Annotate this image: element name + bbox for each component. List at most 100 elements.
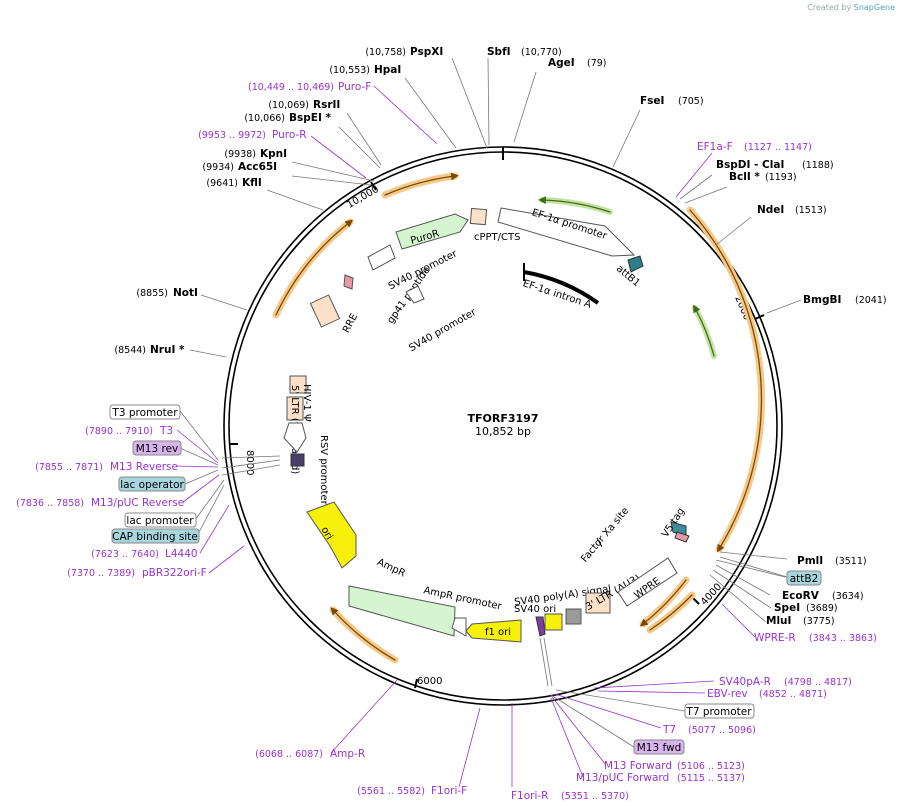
enzyme-name: NruI * [150,344,185,356]
box-label: M13 fwd [637,742,682,754]
enzyme-pos: (1513) [795,205,827,216]
primer-pos: (5077 .. 5096) [688,725,756,736]
credit-brand: SnapGene [853,3,895,12]
primer-pos: (7890 .. 7910) [85,426,153,437]
feature-f1ori [465,619,522,643]
primer-name: EF1a-F [697,141,733,153]
primer-pos: (4852 .. 4871) [759,689,827,700]
enzyme-pos: (9938) [224,149,256,160]
enzyme-name: BclI * [729,171,760,183]
enzyme-pos: (1188) [802,160,834,171]
enzyme-name: BspDI - ClaI [716,159,784,171]
enzyme-name: SpeI [774,602,800,614]
enzyme-pos: (10,066) [244,113,285,124]
enzyme-pos: (8544) [114,345,146,356]
enzyme-pos: (3634) [832,591,864,602]
label-cppt: cPPT/CTS [474,232,520,243]
boxed-leader-lines [179,410,788,748]
enzyme-name: Acc65I [238,161,277,173]
feature-3ltr [585,592,611,614]
primer-pos: (9953 .. 9972) [198,130,266,141]
primer-pos: (10,449 .. 10,469) [248,82,334,93]
feature-sv40-promoter-top [367,244,396,271]
enzyme-name: AgeI [548,57,575,69]
feature-cppt [469,207,488,226]
primer-name: SV40pA-R [719,676,771,688]
enzyme-pos: (3689) [806,603,838,614]
enzyme-name: KpnI [260,148,287,160]
enzyme-name: RsrII [313,99,340,111]
enzyme-pos: (3511) [835,556,867,567]
primer-pos: (4798 .. 4817) [784,677,852,688]
plasmid-name: TFORF3197 [468,412,539,425]
primer-name: Amp-R [330,748,365,760]
enzyme-pos: (9641) [206,178,238,189]
box-label: T3 promoter [111,407,178,419]
feature-ef1a-promoter [497,207,636,257]
primer-pos: (5351 .. 5370) [561,791,629,802]
primer-pos: (7370 .. 7389) [67,568,135,579]
primer-name: Puro-F [338,81,371,93]
box-label: lac operator [120,479,184,491]
orf-arcs [272,172,765,664]
snapgene-credit: Created by SnapGene [807,3,895,12]
feature-sv40-promoter-mid [405,285,425,304]
primer-pos: (5106 .. 5123) [677,761,745,772]
plasmid-size: 10,852 bp [475,425,531,438]
enzyme-labels: (10,758) PspXI SbfI (10,770) AgeI (79) (… [114,46,886,627]
tick-label-6000: 6000 [417,676,442,687]
feature-sv40-polya [544,613,563,631]
boxed-labels: T3 promoter M13 rev lac operator lac pro… [109,404,822,755]
enzyme-name: MluI [766,615,791,627]
enzyme-name: BmgBI [803,294,841,306]
credit-prefix: Created by [807,3,852,12]
primer-name: M13/pUC Forward [576,772,669,784]
primer-labels: (10,449 .. 10,469) Puro-F (9953 .. 9972)… [16,81,877,802]
primer-pos: (7855 .. 7871) [35,462,103,473]
enzyme-pos: (79) [587,58,607,69]
enzyme-name: PmlI [797,555,823,567]
feature-v5-tag-2 [674,531,690,543]
feature-attb1 [627,255,644,273]
enzyme-pos: (3775) [803,616,835,627]
enzyme-name: KflI [242,177,262,189]
primer-name: T3 [159,425,173,437]
primer-name: T7 [662,724,676,736]
primer-name: Puro-R [272,129,307,141]
feature-ampr [348,585,456,637]
label-rre: RRE [341,312,360,335]
enzyme-name: FseI [640,95,664,107]
enzyme-pos: (2041) [855,295,887,306]
label-sv40-ori: SV40 ori [514,604,556,615]
primer-pos: (3843 .. 3863) [809,633,877,644]
label-hiv-psi: HIV-1 Ψ [301,384,312,422]
feature-hiv-psi [289,375,307,394]
box-label: T7 promoter [685,706,752,718]
enzyme-name: SbfI [487,46,511,58]
enzyme-pos: (10,553) [329,65,370,76]
feature-ori [306,501,357,569]
tick-label-10000: 10,000 [345,184,381,211]
primer-name: M13 Reverse [110,461,178,473]
enzyme-name: PspXI [410,46,443,58]
feature-puror: PuroR [395,213,469,250]
tick-label-8000: 8000 [244,450,255,475]
box-label: M13 rev [136,443,179,455]
label-f1ori: f1 ori [485,627,511,638]
primer-name: L4440 [165,548,198,560]
label-sv40-promoter-mid: SV40 promoter [407,306,479,354]
enzyme-pos: (10,770) [521,47,562,58]
feature-lac-cluster [290,453,305,467]
enzyme-pos: (10,758) [365,47,406,58]
primer-name: M13 Forward [604,760,672,772]
feature-3ltr-grey [565,608,582,625]
primer-name: F1ori-R [511,790,548,802]
primer-pos: (1127 .. 1147) [744,142,812,153]
feature-sv40-ori [535,616,546,637]
label-factor-xa: Factor Xa site [579,506,631,565]
feature-ampr-promoter [451,617,467,637]
green-arcs [538,196,717,359]
enzyme-pos: (8855) [136,288,168,299]
enzyme-name: BspEI * [289,112,332,124]
